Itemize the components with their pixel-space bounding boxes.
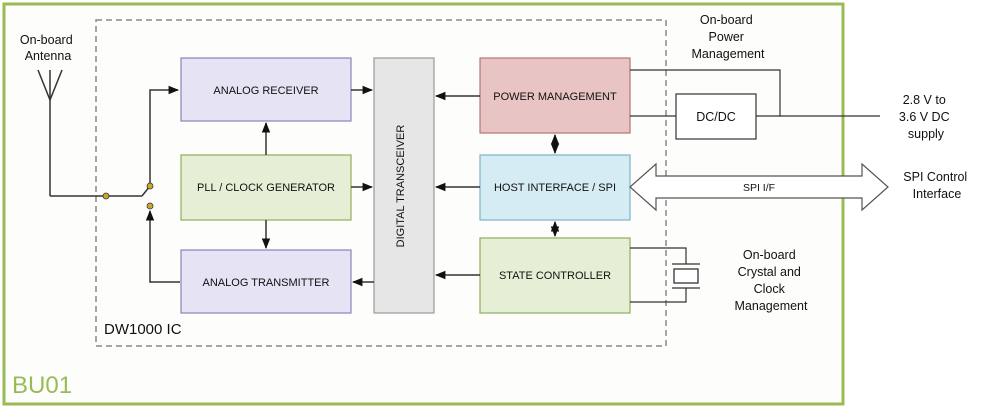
antenna-icon (37, 69, 63, 196)
analog-receiver-label: ANALOG RECEIVER (213, 85, 318, 97)
power-management-label: POWER MANAGEMENT (493, 91, 617, 103)
host-interface-label: HOST INTERFACE / SPI (494, 182, 616, 194)
analog-transmitter-label: ANALOG TRANSMITTER (203, 277, 330, 289)
crystal-wire-bottom (630, 288, 687, 303)
module-name: BU01 (12, 372, 72, 399)
power-management-block (479, 57, 631, 134)
supply-caption: 2.8 V to 3.6 V DC supply (899, 93, 953, 141)
module-border (2, 2, 845, 406)
antenna-junction (102, 192, 110, 200)
ic-name: DW1000 IC (104, 321, 182, 338)
switch-contact-tx (146, 202, 154, 210)
pll-label: PLL / CLOCK GENERATOR (197, 182, 335, 194)
power-management-caption: On-board Power Management (692, 13, 765, 61)
digital-transceiver-block (373, 57, 435, 314)
dcdc-label: DC/DC (696, 110, 736, 124)
crystal-caption: On-board Crystal and Clock Management (735, 248, 808, 313)
analog-transmitter-block (180, 249, 352, 314)
pll-block (180, 154, 352, 221)
switch-contact-rx (146, 182, 154, 190)
crystal-icon (672, 263, 700, 289)
spi-interface-caption: SPI Control Interface (903, 170, 970, 201)
crystal-wire-top (630, 247, 687, 264)
tx-path (145, 209, 180, 283)
power-supply-wire (630, 69, 880, 117)
spi-if-label: SPI I/F (743, 182, 775, 194)
antenna-label: On-board Antenna (20, 33, 76, 63)
state-controller-label: STATE CONTROLLER (499, 270, 611, 282)
host-interface-block (479, 154, 631, 221)
analog-receiver-block (180, 57, 352, 122)
spi-bus-arrow (629, 162, 889, 212)
rx-path (149, 85, 180, 183)
digital-transceiver-label: DIGITAL TRANSCEIVER (395, 125, 407, 248)
